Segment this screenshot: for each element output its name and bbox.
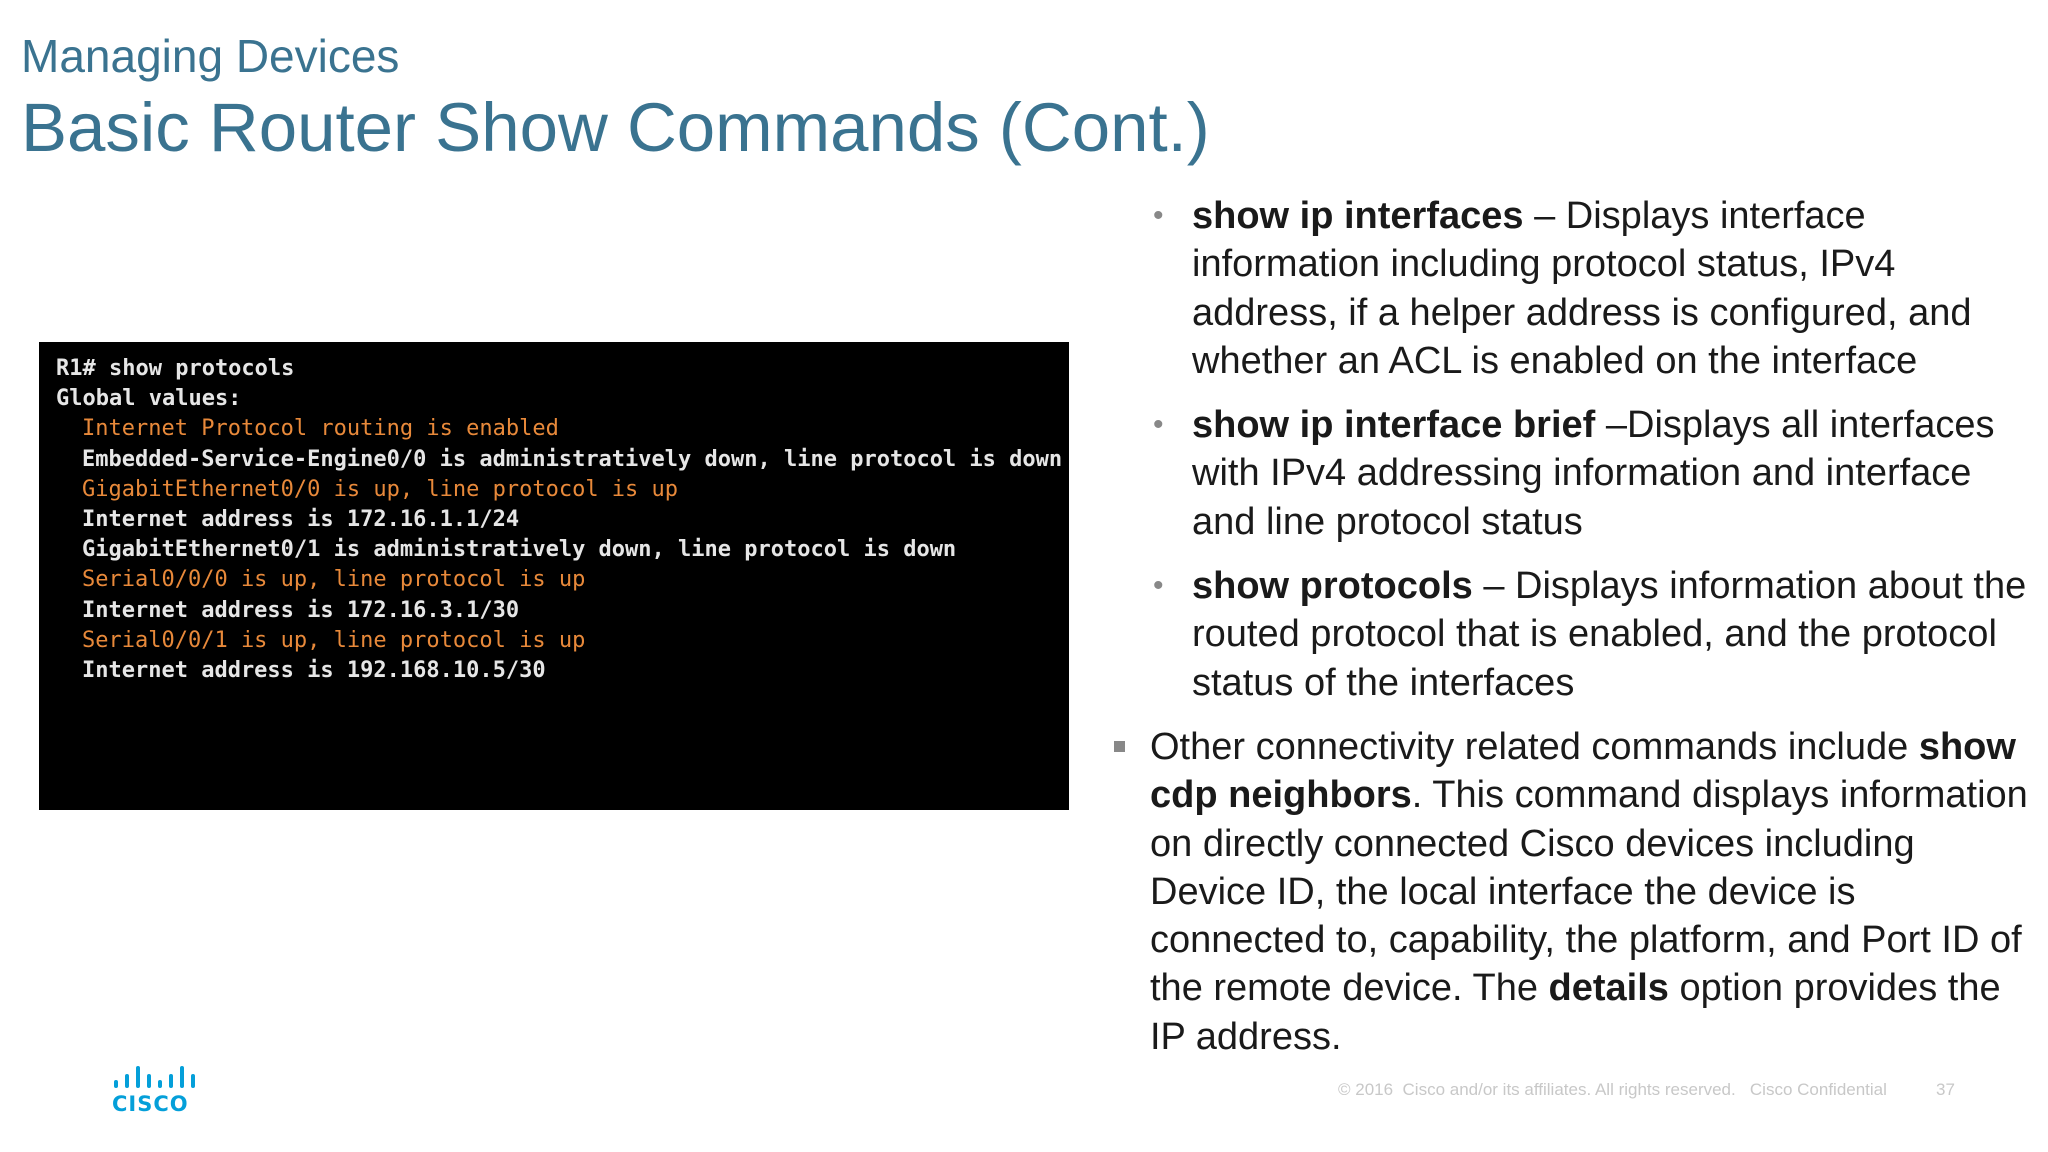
terminal-line: R1# show protocols <box>56 356 295 381</box>
terminal-line: Internet address is 192.168.10.5/30 <box>82 658 546 684</box>
bullet-dot: • <box>1153 408 1164 442</box>
terminal-line: Global values: <box>56 386 242 412</box>
main-text-2: . This command displays information on d… <box>1150 774 2028 1010</box>
main-bullet-item: Other connectivity related commands incl… <box>1110 723 2030 1061</box>
square-bullet <box>1114 740 1125 752</box>
slide-title: Basic Router Show Commands (Cont.) <box>21 89 1210 166</box>
main-text-3: option provides the IP address. <box>1150 967 2001 1058</box>
bullet-dot: • <box>1153 569 1164 603</box>
terminal-line: Internet address is 172.16.1.1/24 <box>82 507 520 533</box>
terminal-line: Internet address is 172.16.3.1/30 <box>82 597 520 623</box>
copyright-notice: © 2016 Cisco and/or its affiliates. All … <box>1338 1080 1887 1099</box>
command-name: show protocols <box>1192 565 1473 608</box>
terminal-screenshot: R1# show protocols Global values: Intern… <box>39 342 1069 810</box>
terminal-line: Serial0/0/1 is up, line protocol is up <box>82 627 586 653</box>
terminal-line: GigabitEthernet0/1 is administratively d… <box>82 537 957 563</box>
command-name: show ip interface brief <box>1192 404 1596 447</box>
terminal-line: Serial0/0/0 is up, line protocol is up <box>82 567 586 593</box>
content-column: • show ip interfaces – Displays interfac… <box>1110 192 2030 1061</box>
cisco-logo: CISCO <box>112 1064 196 1116</box>
terminal-line: GigabitEthernet0/0 is up, line protocol … <box>82 476 679 502</box>
list-item: • show protocols – Displays information … <box>1110 562 2030 707</box>
list-item: • show ip interface brief –Displays all … <box>1110 401 2030 546</box>
command-description: – Displays interface information includi… <box>1192 195 1972 382</box>
command-name: show ip interfaces <box>1192 195 1524 237</box>
command-description: –Displays all interfaces with IPv4 addre… <box>1192 404 1995 543</box>
terminal-line: Internet Protocol routing is enabled <box>82 416 559 442</box>
terminal-line: Embedded-Service-Engine0/0 is administra… <box>82 446 1063 472</box>
command-description: – Displays information about the routed … <box>1192 565 2027 704</box>
section-title: Managing Devices <box>21 30 400 82</box>
cisco-logo-bars-icon <box>112 1064 196 1088</box>
main-text-1: Other connectivity related commands incl… <box>1150 725 1919 768</box>
page-number: 37 <box>1936 1080 1955 1099</box>
bullet-dot: • <box>1153 199 1164 232</box>
details-option: details <box>1548 967 1669 1010</box>
sub-bullet-list: • show ip interfaces – Displays interfac… <box>1110 192 2030 707</box>
list-item: • show ip interfaces – Displays interfac… <box>1110 192 2030 385</box>
cisco-logo-text: CISCO <box>112 1092 189 1116</box>
cdp-command: show cdp neighbors <box>1150 725 2016 817</box>
